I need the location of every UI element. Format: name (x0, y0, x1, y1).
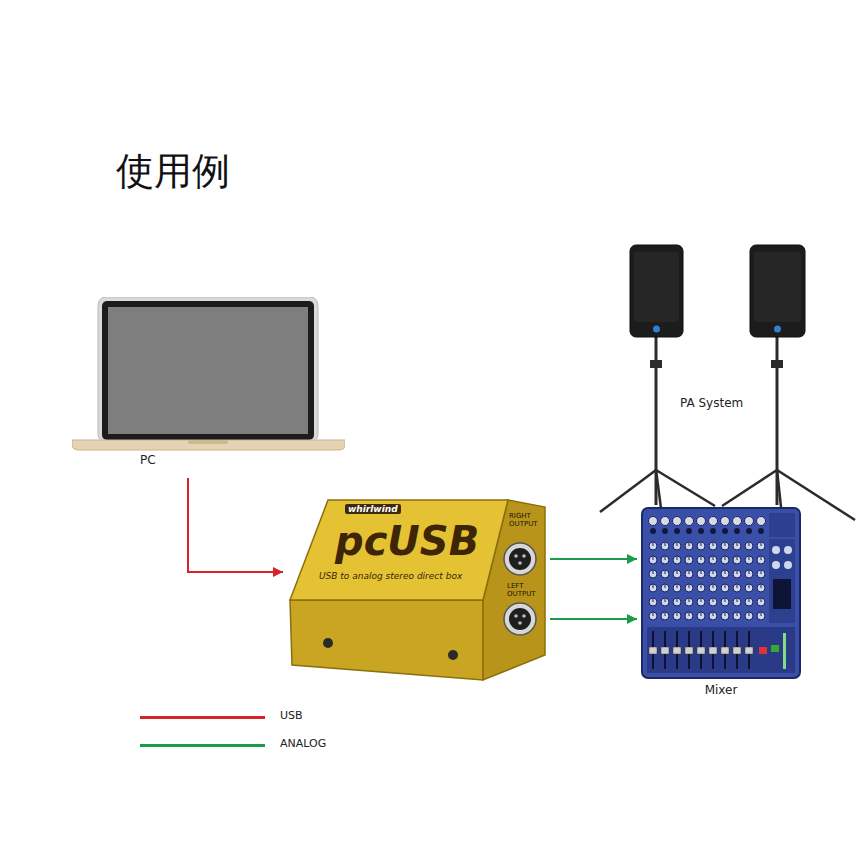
xlr-connector (504, 603, 536, 635)
brand-name: whirlwind (345, 504, 401, 514)
node-label: PC (140, 454, 156, 468)
device-node: PC (72, 297, 345, 478)
analog-cable (550, 618, 637, 620)
speaker-left (600, 245, 715, 516)
port-label: LEFT OUTPUT (507, 582, 543, 598)
laptop-illustration (72, 297, 345, 478)
node-label: Mixer (637, 684, 805, 698)
device-node: whirlwind pcUSB USB to analog stereo direc… (283, 495, 550, 685)
device-node: Mixer (637, 505, 805, 705)
legend-text: ANALOG (280, 738, 326, 751)
usb-cable (188, 478, 283, 572)
legend-line-sample (140, 716, 265, 719)
product-subtitle: USB to analog stereo direct box (319, 571, 462, 581)
product-name: pcUSB (335, 518, 479, 564)
speaker-right (722, 245, 855, 520)
page-title: 使用例 (116, 150, 230, 194)
xlr-connector (504, 543, 536, 575)
legend-text: USB (280, 710, 303, 723)
port-label: RIGHT OUTPUT (509, 512, 543, 528)
analog-cable (550, 558, 637, 560)
system-label: PA System (680, 397, 743, 411)
legend-line-sample (140, 744, 265, 747)
mixer-illustration (637, 505, 805, 705)
